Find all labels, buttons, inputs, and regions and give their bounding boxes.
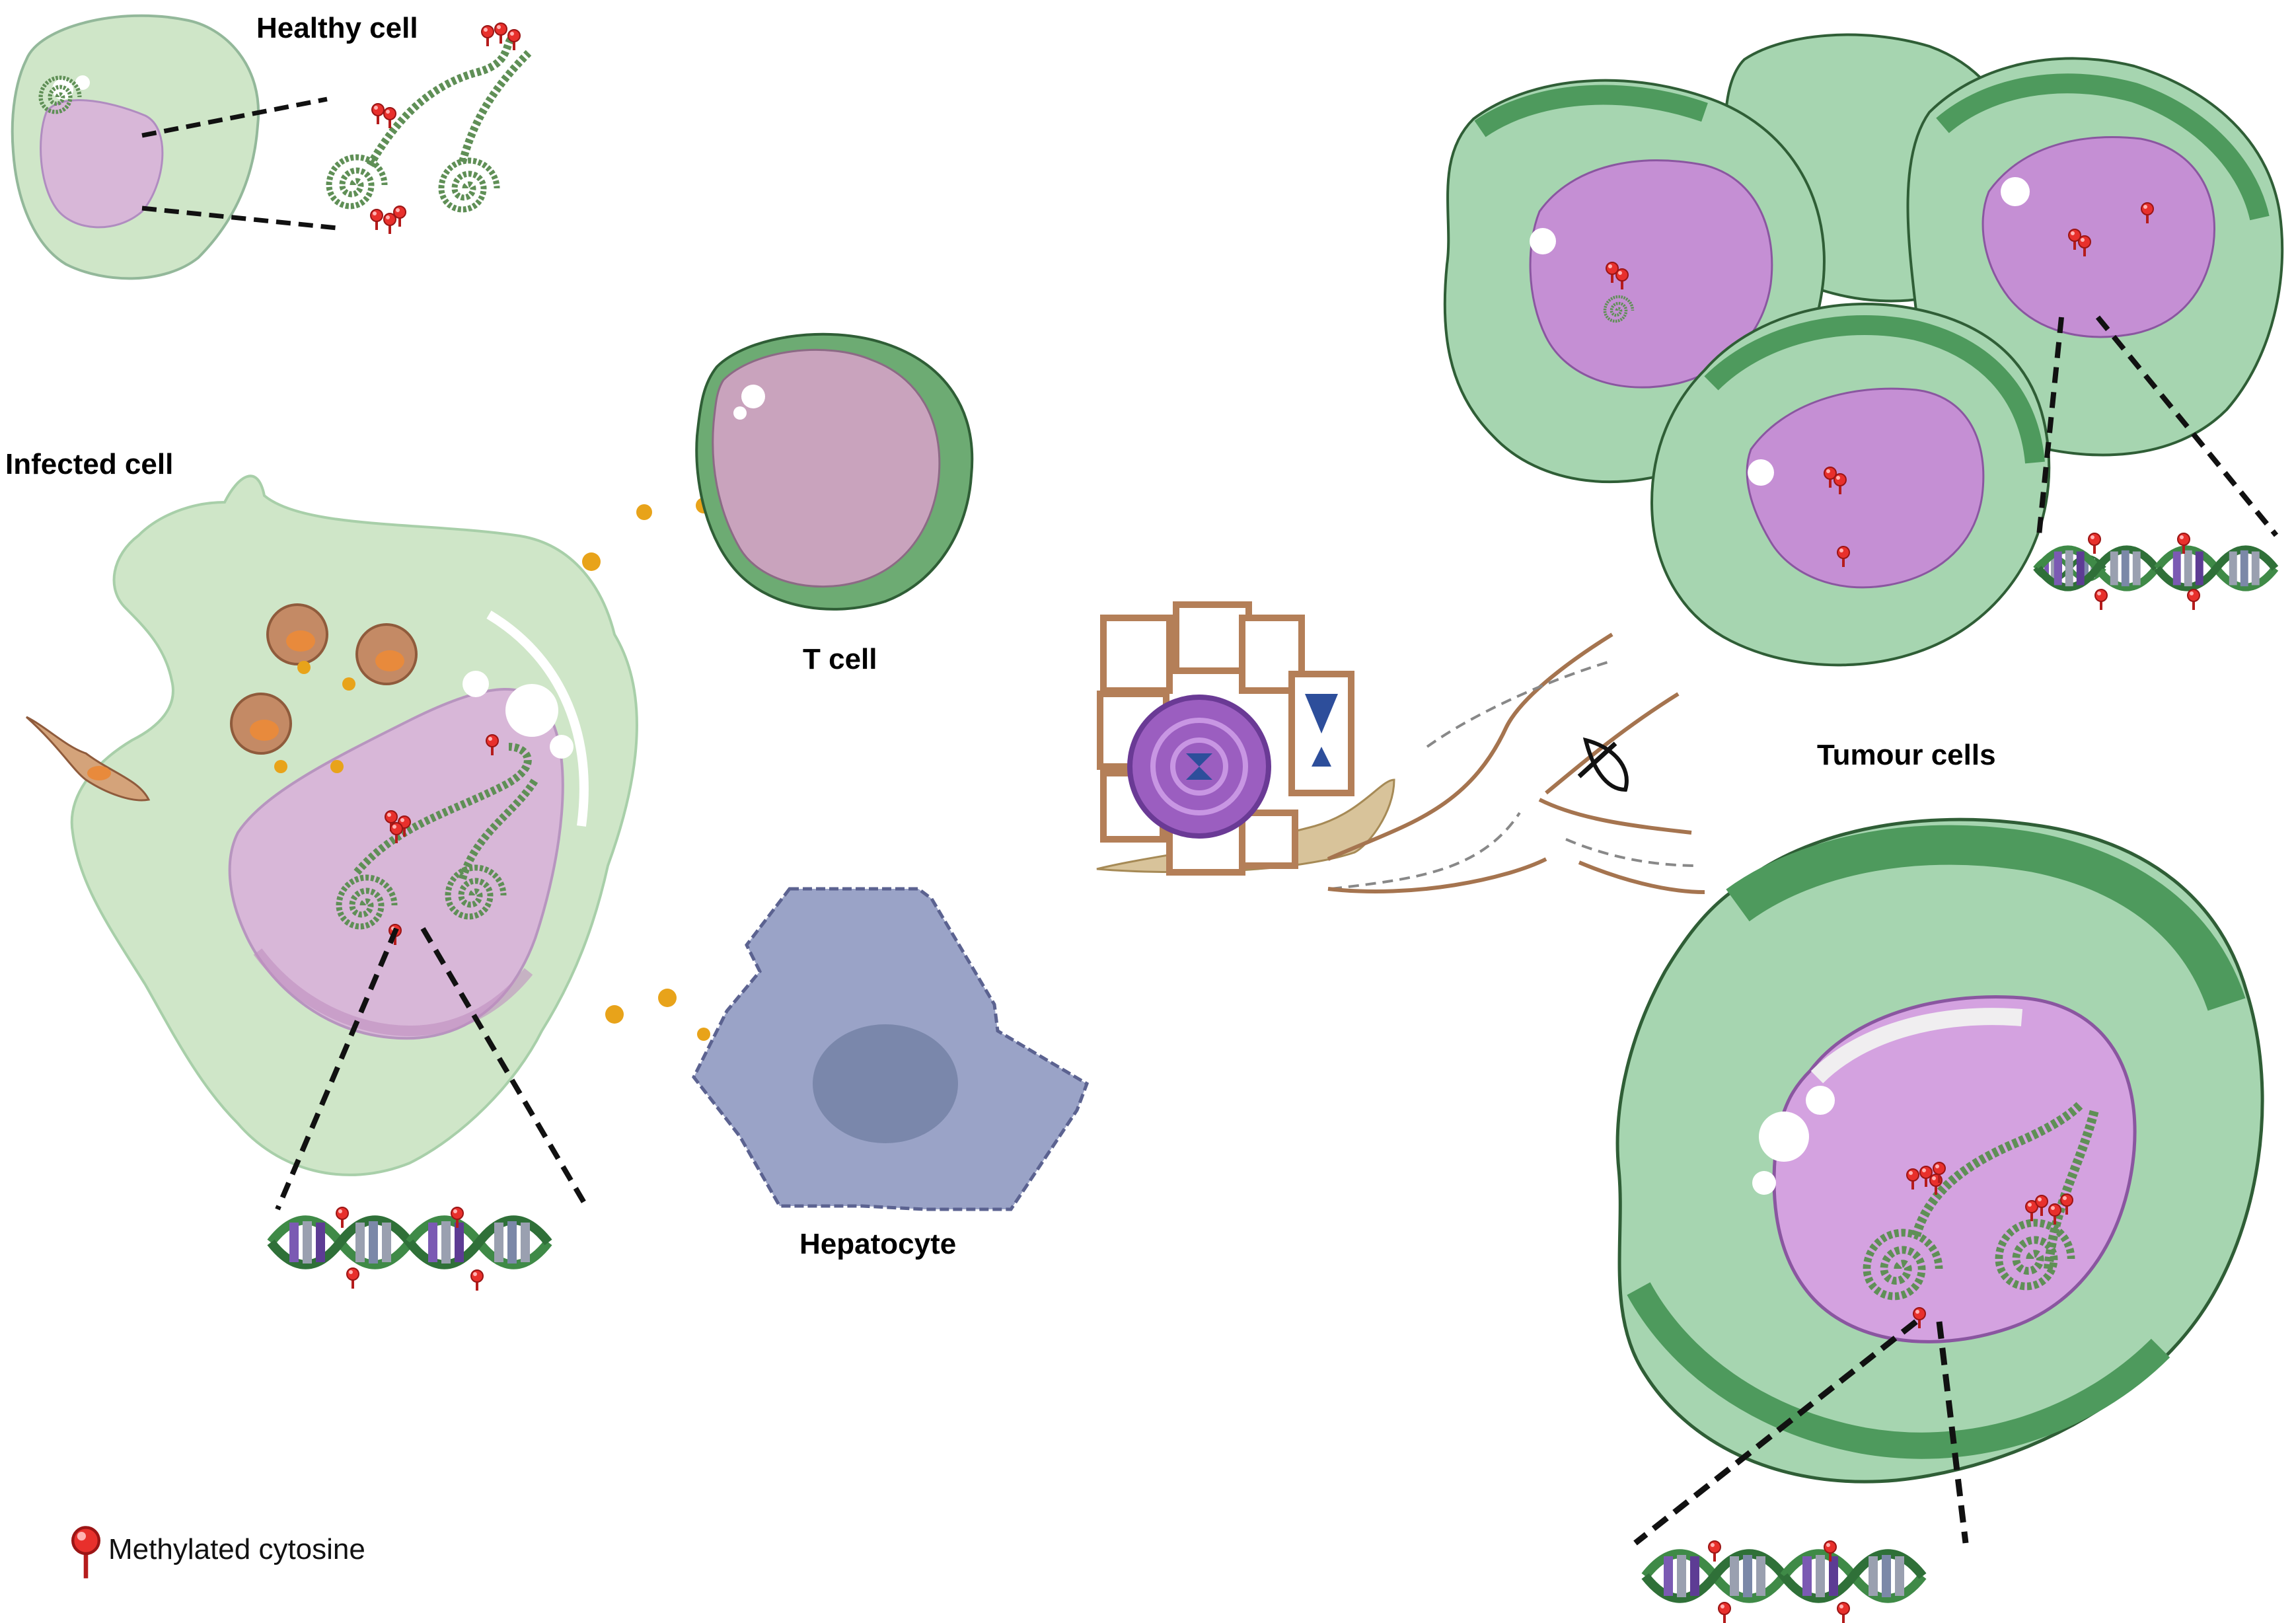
healthy-cell bbox=[11, 14, 260, 280]
amastigote-vacuole bbox=[230, 603, 418, 755]
healthy-cell-label: Healthy cell bbox=[256, 12, 418, 44]
hepatocyte-label: Hepatocyte bbox=[799, 1228, 957, 1260]
infected-cell-label: Infected cell bbox=[5, 448, 174, 480]
t-cell-label: T cell bbox=[803, 643, 877, 675]
trypanosome-parasite-icon bbox=[25, 716, 151, 802]
healthy-chromatin bbox=[329, 22, 532, 235]
healthy-zoom-lines bbox=[141, 96, 338, 231]
blood-vessel-lines bbox=[1327, 632, 1705, 894]
inhibition-cross-icon bbox=[1577, 737, 1629, 792]
infected-cell bbox=[70, 474, 638, 1176]
large-tumour-cell bbox=[1615, 817, 2264, 1484]
large-tumour-zoom-lines bbox=[1633, 1319, 1969, 1546]
infected-zoom-lines bbox=[275, 926, 591, 1211]
infected-dna-helix bbox=[271, 1206, 548, 1292]
legend-methylated-cytosine: Methylated cytosine bbox=[108, 1533, 365, 1566]
legend: Methylated cytosine bbox=[66, 1523, 365, 1576]
snail-with-hourglasses-icon bbox=[1096, 601, 1395, 876]
red-pin-icon bbox=[71, 1526, 101, 1579]
large-tumour-dna-helix bbox=[1645, 1540, 1923, 1623]
t-cell bbox=[695, 332, 974, 611]
tumour-cell-cluster bbox=[1443, 33, 2284, 667]
tumour-cells-label: Tumour cells bbox=[1817, 739, 1996, 771]
hepatocyte-cell bbox=[692, 887, 1090, 1211]
tumour-cluster-zoom-lines bbox=[2036, 315, 2279, 543]
tumour-cluster-dna-helix bbox=[2035, 532, 2276, 611]
